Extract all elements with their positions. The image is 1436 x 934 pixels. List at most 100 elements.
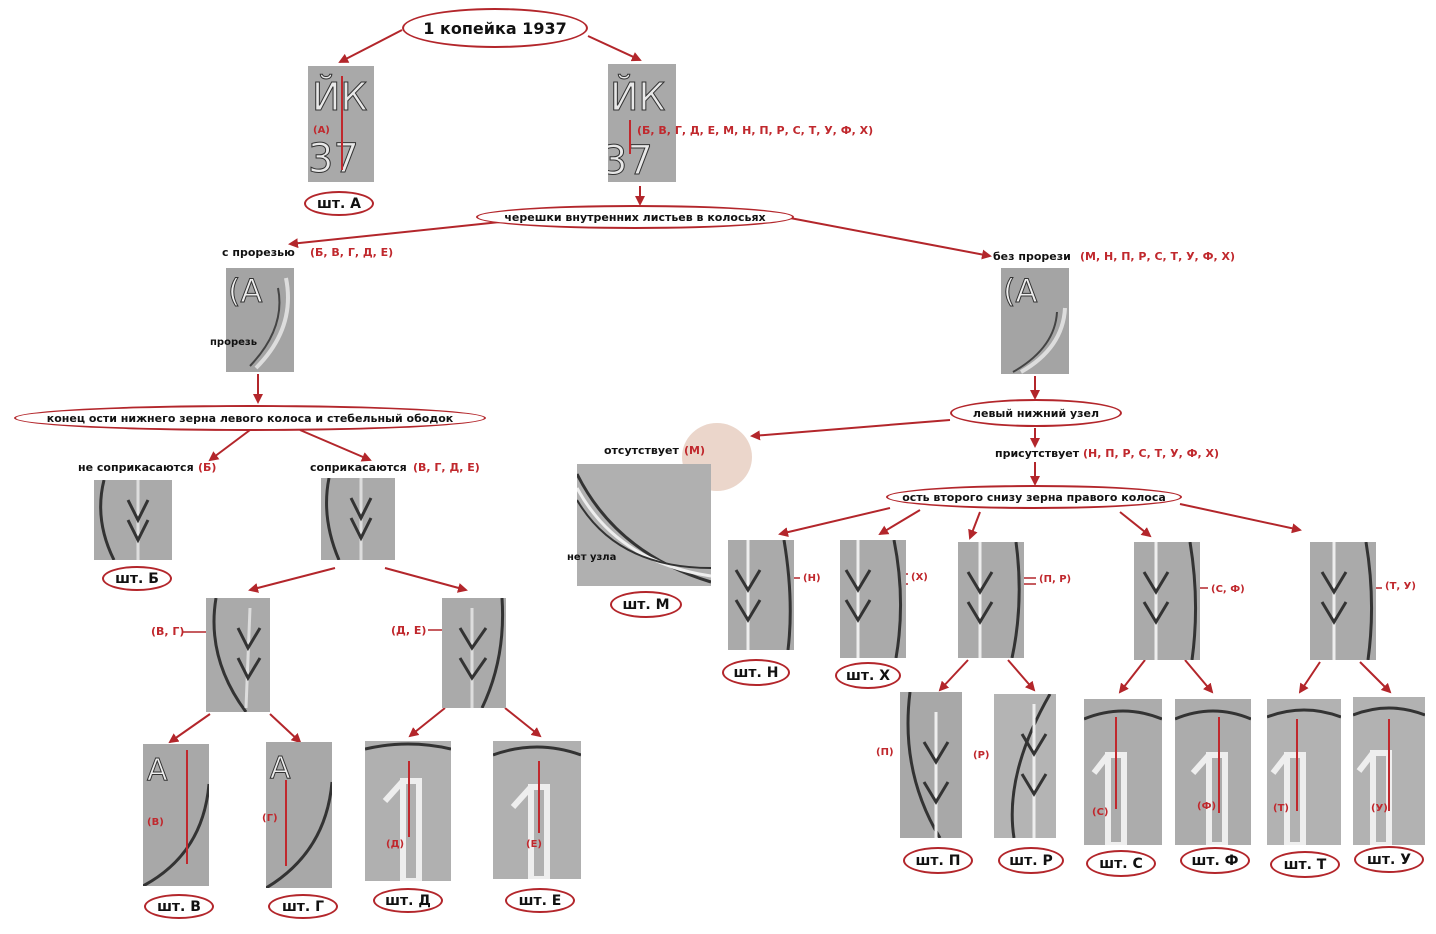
branch-slot-label: с прорезью <box>222 246 295 259</box>
stamp-g: шт. Г <box>268 894 338 919</box>
photo-stamp-g: А <box>266 742 332 888</box>
branch-noslot-label: без прорези <box>993 250 1071 263</box>
svg-text:А: А <box>147 753 168 788</box>
tag-s: (С) <box>1092 807 1109 818</box>
arrow-23 <box>938 659 969 692</box>
stamp-p: шт. П <box>903 847 973 874</box>
question-awn-right-ear: ость второго снизу зерна правого колоса <box>886 485 1182 509</box>
photo-group-n <box>728 540 794 650</box>
tag-other-stamps: (Б, В, Г, Д, Е, М, Н, П, Р, С, Т, У, Ф, … <box>637 124 874 137</box>
arrow-14 <box>504 707 542 738</box>
photo-stamp-d <box>365 741 451 881</box>
tag-de: (Д, Е) <box>391 624 427 637</box>
tag-f: (Ф) <box>1197 801 1217 812</box>
arrow-3 <box>288 221 501 249</box>
tag-kh: (Х) <box>911 572 928 583</box>
q2-yes-tag: (В, Г, Д, Е) <box>413 461 480 474</box>
arrow-22 <box>1179 503 1302 534</box>
photo-stamp-s <box>1084 699 1162 845</box>
stamp-m: шт. М <box>610 591 682 618</box>
arrow-15 <box>750 419 951 441</box>
photo-ear-vg <box>206 598 270 712</box>
arrow-20 <box>968 511 981 540</box>
photo-group-sf <box>1134 542 1200 660</box>
tag-vg: (В, Г) <box>151 625 185 638</box>
stamp-kh: шт. Х <box>835 662 901 689</box>
photo-noslot: (А <box>1001 268 1069 374</box>
tag-sf: (С, Ф) <box>1211 584 1245 595</box>
q2-no-tag: (Б) <box>198 461 217 474</box>
arrow-24 <box>1007 659 1036 692</box>
arrow-8 <box>299 429 372 462</box>
arrow-13 <box>408 707 446 738</box>
slot-pointer-label: прорезь <box>210 337 258 348</box>
tag-pr: (П, Р) <box>1039 574 1072 585</box>
tag-v: (В) <box>147 817 164 828</box>
stamp-u: шт. У <box>1354 846 1424 873</box>
photo-stamp-r <box>994 694 1056 838</box>
tag-t: (Т) <box>1273 803 1289 814</box>
photo-ear-b <box>94 480 172 560</box>
photo-m <box>577 464 711 586</box>
stamp-t: шт. Т <box>1270 851 1340 878</box>
photo-stamp-p <box>900 692 962 838</box>
arrow-7 <box>208 429 251 462</box>
arrow-21 <box>1119 511 1152 538</box>
question-awn-left-ear: конец ости нижнего зерна левого колоса и… <box>14 405 486 431</box>
arrow-26 <box>1184 659 1214 694</box>
arrow-19 <box>878 509 921 536</box>
photo-group-tu <box>1310 542 1376 660</box>
photo-stamp-e <box>493 741 581 879</box>
photo-stamp-f <box>1175 699 1251 845</box>
arrow-28 <box>1359 661 1392 694</box>
stamp-e: шт. Е <box>505 888 575 913</box>
arrow-4 <box>789 217 992 260</box>
root-title: 1 копейка 1937 <box>423 18 567 38</box>
connector-arrows <box>168 29 1392 763</box>
q2-no-label: не соприкасаются <box>78 461 194 474</box>
tag-n: (Н) <box>803 573 821 584</box>
photo-stamp-t <box>1267 699 1341 845</box>
stamp-n: шт. Н <box>722 659 790 686</box>
photo-yk37-a: ЙК 37 <box>308 66 374 182</box>
svg-text:(А: (А <box>228 272 262 310</box>
arrow-25 <box>1118 659 1146 694</box>
svg-text:ЙК: ЙК <box>610 75 665 119</box>
question-lower-left-node: левый нижний узел <box>950 399 1122 427</box>
svg-text:37: 37 <box>308 136 359 182</box>
q2-yes-label: соприкасаются <box>310 461 407 474</box>
q3-present-label: присутствует <box>995 447 1080 460</box>
photo-stamp-u <box>1353 697 1425 845</box>
tag-e: (Е) <box>526 839 542 850</box>
arrow-10 <box>384 567 468 593</box>
photo-group-pr <box>958 542 1024 658</box>
arrow-11 <box>168 713 211 744</box>
photo-ear-vgde <box>321 478 395 560</box>
tag-r: (Р) <box>973 750 990 761</box>
q3-present-tags: (Н, П, Р, С, Т, У, Ф, Х) <box>1083 447 1220 460</box>
stamp-b: шт. Б <box>102 566 172 591</box>
tag-g: (Г) <box>262 813 278 824</box>
svg-text:ЙК: ЙК <box>312 75 367 119</box>
photo-slot: (А <box>226 268 294 372</box>
branch-noslot-tags: (М, Н, П, Р, С, Т, У, Ф, Х) <box>1080 250 1235 263</box>
arrow-1 <box>587 35 642 62</box>
svg-text:А: А <box>270 751 291 786</box>
tag-u: (У) <box>1371 803 1388 814</box>
tag-d: (Д) <box>386 839 405 850</box>
arrow-18 <box>778 507 891 538</box>
stamp-f: шт. Ф <box>1180 847 1250 874</box>
stamp-a: шт. А <box>304 191 374 216</box>
photo-group-kh <box>840 540 906 658</box>
tag-p: (П) <box>876 747 894 758</box>
no-node-label: нет узла <box>567 552 617 563</box>
svg-text:(А: (А <box>1003 272 1037 310</box>
photo-ear-de <box>442 598 506 708</box>
arrow-12 <box>269 713 302 744</box>
q3-absent-label: отсутствует <box>604 444 679 457</box>
stamp-d: шт. Д <box>373 888 443 913</box>
arrow-27 <box>1298 661 1321 694</box>
stamp-v: шт. В <box>144 894 214 919</box>
